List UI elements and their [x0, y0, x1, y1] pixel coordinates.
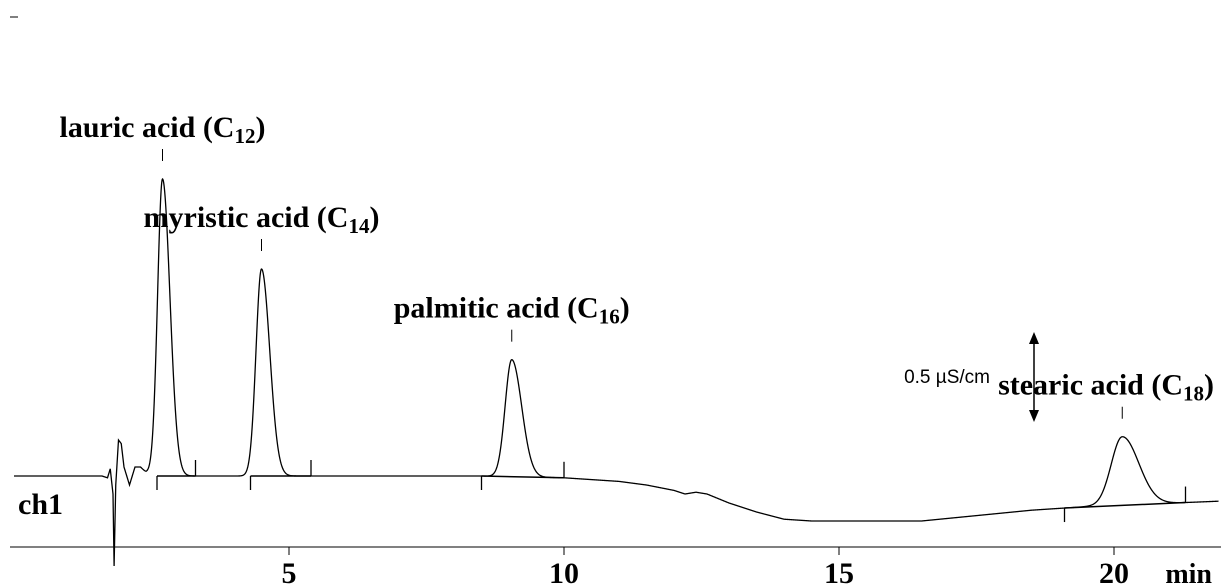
x-tick-label: 10 [549, 557, 579, 588]
x-tick-label: 5 [282, 557, 297, 588]
peak-label: palmitic acid (C16) [394, 292, 630, 329]
peak-label-close: ) [255, 111, 265, 144]
scale-bar-arrow-down [1029, 410, 1039, 422]
peak-label: myristic acid (C14) [144, 201, 380, 238]
peak-carbon-number: 16 [599, 305, 620, 329]
signal-trace [14, 178, 1219, 567]
x-tick-label: 20 [1099, 557, 1129, 588]
integration-baseline [1064, 501, 1186, 509]
peak-name: lauric acid (C [60, 111, 235, 144]
peak-label: stearic acid (C18) [998, 369, 1214, 406]
channel-label: ch1 [18, 488, 63, 521]
peak-carbon-number: 18 [1183, 382, 1204, 406]
scale-bar: 0.5 µS/cm [904, 332, 1039, 422]
peak-label: lauric acid (C12) [60, 111, 266, 148]
peak-label-close: ) [620, 292, 630, 325]
peak-name: myristic acid (C [144, 201, 349, 234]
scale-bar-arrow-up [1029, 332, 1039, 344]
x-axis-unit-label: min [1165, 559, 1212, 588]
peak-carbon-number: 12 [234, 124, 255, 148]
peak-name: palmitic acid (C [394, 292, 599, 325]
peak-label-close: ) [1204, 369, 1214, 402]
peak-label-close: ) [369, 201, 379, 234]
peak-carbon-number: 14 [348, 214, 370, 238]
x-tick-label: 15 [824, 557, 854, 588]
scale-bar-label: 0.5 µS/cm [904, 367, 990, 388]
integration-lines [156, 460, 1187, 523]
x-axis-ticks: 5 10 15 20 [282, 547, 1129, 588]
integration-baseline [481, 475, 565, 479]
peak-name: stearic acid (C [998, 369, 1183, 402]
peak-labels: lauric acid (C12)myristic acid (C14)palm… [60, 111, 1214, 419]
